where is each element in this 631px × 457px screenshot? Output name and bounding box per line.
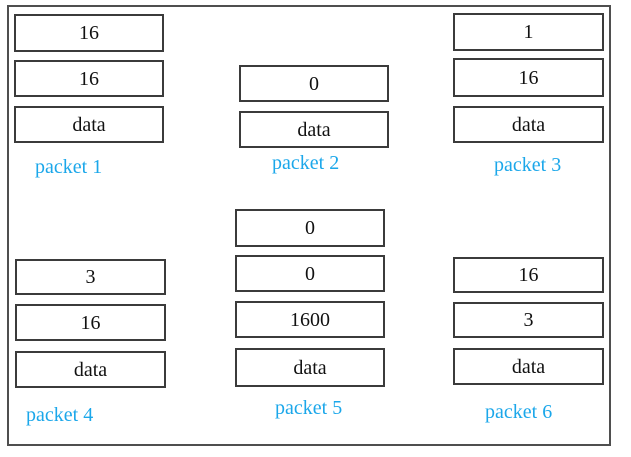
packet-2: 0 data packet 2 bbox=[239, 0, 389, 457]
packet-label: packet 3 bbox=[494, 154, 562, 176]
packet-3: 1 16 data packet 3 bbox=[453, 0, 604, 457]
packet-label: packet 1 bbox=[35, 156, 103, 178]
field-box: 0 bbox=[235, 255, 385, 292]
field-box: data bbox=[235, 348, 385, 387]
packet-1: 16 16 data packet 1 bbox=[14, 0, 164, 457]
packet-label: packet 4 bbox=[26, 404, 94, 426]
field-box: data bbox=[15, 351, 166, 388]
field-box: 0 bbox=[235, 209, 385, 247]
field-box: data bbox=[453, 348, 604, 385]
packet-6: 16 3 data packet 6 bbox=[453, 0, 604, 457]
field-box: 1600 bbox=[235, 301, 385, 338]
packet-label: packet 6 bbox=[485, 401, 553, 423]
field-box: 16 bbox=[14, 60, 164, 97]
field-box: 16 bbox=[453, 58, 604, 97]
field-box: 1 bbox=[453, 13, 604, 51]
field-box: data bbox=[239, 111, 389, 148]
field-box: 0 bbox=[239, 65, 389, 102]
packet-4: 3 16 data packet 4 bbox=[15, 0, 166, 457]
field-box: data bbox=[14, 106, 164, 143]
packet-label: packet 5 bbox=[275, 397, 343, 419]
field-box: 3 bbox=[15, 259, 166, 295]
field-box: 16 bbox=[453, 257, 604, 293]
packet-5: 0 0 1600 data packet 5 bbox=[235, 0, 385, 457]
packet-label: packet 2 bbox=[272, 152, 340, 174]
field-box: 3 bbox=[453, 302, 604, 338]
field-box: data bbox=[453, 106, 604, 143]
field-box: 16 bbox=[15, 304, 166, 341]
field-box: 16 bbox=[14, 14, 164, 52]
